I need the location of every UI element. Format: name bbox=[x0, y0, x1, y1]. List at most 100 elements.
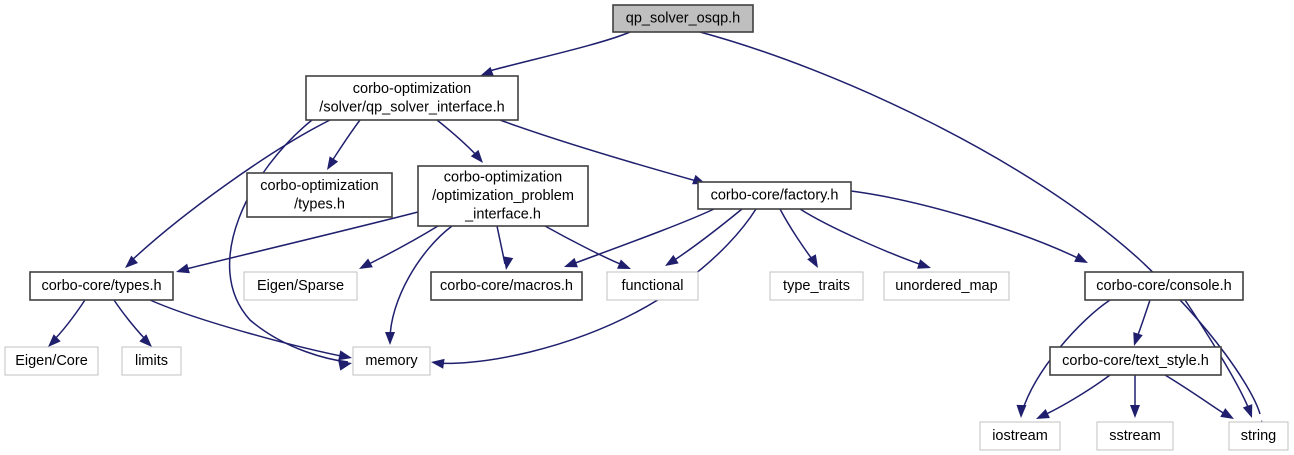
node-label: Eigen/Core bbox=[15, 353, 88, 369]
edge-qp_solver_interface-to-opt_types bbox=[327, 119, 361, 170]
arrow-icon bbox=[176, 263, 190, 274]
edge-line bbox=[699, 31, 1261, 415]
node-label: corbo-core/console.h bbox=[1096, 278, 1231, 294]
node-box[interactable] bbox=[305, 75, 519, 121]
arrow-icon bbox=[48, 334, 61, 347]
edge-line bbox=[435, 208, 757, 365]
edge-qp_solver_interface-to-memory bbox=[228, 119, 352, 371]
arrow-icon bbox=[917, 259, 931, 269]
nodes-layer: qp_solver_osqp.h corbo-optimization/solve… bbox=[4, 4, 1289, 451]
node-eigen_sparse[interactable]: Eigen/Sparse bbox=[243, 271, 358, 301]
edge-line bbox=[1164, 374, 1229, 417]
node-label: memory bbox=[365, 353, 418, 369]
node-type_traits[interactable]: type_traits bbox=[769, 271, 864, 301]
arrow-icon bbox=[480, 66, 494, 77]
node-box[interactable] bbox=[606, 271, 699, 301]
arrow-icon bbox=[139, 334, 152, 347]
node-limits[interactable]: limits bbox=[121, 346, 182, 376]
arrow-icon bbox=[359, 258, 373, 269]
node-box[interactable] bbox=[243, 271, 358, 301]
node-label: corbo-core/macros.h bbox=[440, 278, 573, 294]
arrow-icon bbox=[1133, 332, 1143, 346]
node-functional[interactable]: functional bbox=[606, 271, 699, 301]
arrow-icon bbox=[1130, 405, 1140, 418]
node-box[interactable] bbox=[883, 271, 1010, 301]
edge-opt_problem_interface-to-memory bbox=[385, 225, 453, 345]
edge-factory-to-type_traits bbox=[779, 208, 818, 268]
node-box[interactable] bbox=[352, 346, 431, 376]
edges-layer bbox=[48, 31, 1265, 434]
edge-core_types-to-eigen_core bbox=[48, 299, 86, 347]
edge-qp_solver_osqp-to-qp_solver_interface bbox=[480, 31, 631, 77]
node-box[interactable] bbox=[121, 346, 182, 376]
node-console[interactable]: corbo-core/console.h bbox=[1084, 271, 1244, 301]
node-box[interactable] bbox=[430, 271, 583, 301]
node-label: iostream bbox=[992, 428, 1048, 444]
arrow-icon bbox=[338, 350, 352, 361]
edge-opt_problem_interface-to-functional bbox=[544, 225, 631, 269]
edge-text_style-to-sstream bbox=[1130, 375, 1140, 418]
edge-opt_problem_interface-to-eigen_sparse bbox=[359, 225, 439, 269]
edge-line bbox=[51, 299, 86, 343]
node-label: qp_solver_osqp.h bbox=[626, 10, 740, 26]
node-core_macros[interactable]: corbo-core/macros.h bbox=[430, 271, 583, 301]
node-box[interactable] bbox=[29, 271, 174, 301]
node-core_types[interactable]: corbo-core/types.h bbox=[29, 271, 174, 301]
node-memory[interactable]: memory bbox=[352, 346, 431, 376]
node-qp_solver_osqp[interactable]: qp_solver_osqp.h bbox=[612, 4, 754, 33]
edge-line bbox=[149, 299, 347, 358]
edge-core_types-to-limits bbox=[113, 299, 152, 347]
edge-opt_problem_interface-to-core_types bbox=[176, 211, 419, 274]
arrow-icon bbox=[617, 259, 631, 269]
node-label: corbo-core/factory.h bbox=[711, 187, 839, 203]
node-label: corbo-optimization/optimization_problem_… bbox=[432, 169, 574, 222]
edge-text_style-to-iostream bbox=[1036, 374, 1111, 419]
edge-qp_solver_interface-to-core_types bbox=[125, 119, 331, 268]
arrow-icon bbox=[1036, 408, 1050, 419]
edge-text_style-to-string bbox=[1164, 374, 1234, 419]
node-box[interactable] bbox=[697, 181, 852, 210]
arrow-icon bbox=[338, 360, 352, 371]
node-box[interactable] bbox=[1228, 421, 1289, 451]
edge-line bbox=[113, 299, 149, 343]
node-label: functional bbox=[621, 278, 683, 294]
edge-console-to-text_style bbox=[1133, 299, 1151, 346]
node-box[interactable] bbox=[246, 172, 393, 218]
edge-line bbox=[499, 119, 701, 183]
node-box[interactable] bbox=[612, 4, 754, 33]
node-box[interactable] bbox=[1049, 346, 1222, 376]
node-box[interactable] bbox=[4, 346, 99, 376]
node-opt_types[interactable]: corbo-optimization/types.h bbox=[246, 172, 393, 218]
node-qp_solver_interface[interactable]: corbo-optimization/solver/qp_solver_inte… bbox=[305, 75, 519, 121]
edge-factory-to-core_macros bbox=[564, 208, 715, 268]
edge-line bbox=[779, 208, 816, 264]
node-string[interactable]: string bbox=[1228, 421, 1289, 451]
edge-factory-to-functional bbox=[665, 208, 743, 266]
edge-line bbox=[569, 208, 715, 266]
node-box[interactable] bbox=[1084, 271, 1244, 301]
edge-line bbox=[389, 225, 453, 341]
arrow-icon bbox=[564, 257, 578, 268]
node-label: limits bbox=[135, 353, 168, 369]
node-factory[interactable]: corbo-core/factory.h bbox=[697, 181, 852, 210]
node-opt_problem_interface[interactable]: corbo-optimization/optimization_problem_… bbox=[417, 165, 589, 227]
node-sstream[interactable]: sstream bbox=[1096, 421, 1174, 451]
arrow-icon bbox=[470, 149, 483, 163]
edge-factory-to-memory bbox=[431, 208, 757, 369]
node-box[interactable] bbox=[979, 421, 1061, 451]
node-unordered_map[interactable]: unordered_map bbox=[883, 271, 1010, 301]
node-label: corbo-optimization/types.h bbox=[260, 178, 378, 213]
edge-opt_problem_interface-to-core_macros bbox=[496, 225, 514, 270]
arrow-icon bbox=[1074, 252, 1088, 263]
edge-factory-to-unordered_map bbox=[799, 208, 931, 269]
node-eigen_core[interactable]: Eigen/Core bbox=[4, 346, 99, 376]
node-text_style[interactable]: corbo-core/text_style.h bbox=[1049, 346, 1222, 376]
arrow-icon bbox=[125, 255, 139, 268]
node-box[interactable] bbox=[417, 165, 589, 227]
node-box[interactable] bbox=[769, 271, 864, 301]
node-box[interactable] bbox=[1096, 421, 1174, 451]
edge-factory-to-console bbox=[850, 190, 1088, 263]
node-iostream[interactable]: iostream bbox=[979, 421, 1061, 451]
